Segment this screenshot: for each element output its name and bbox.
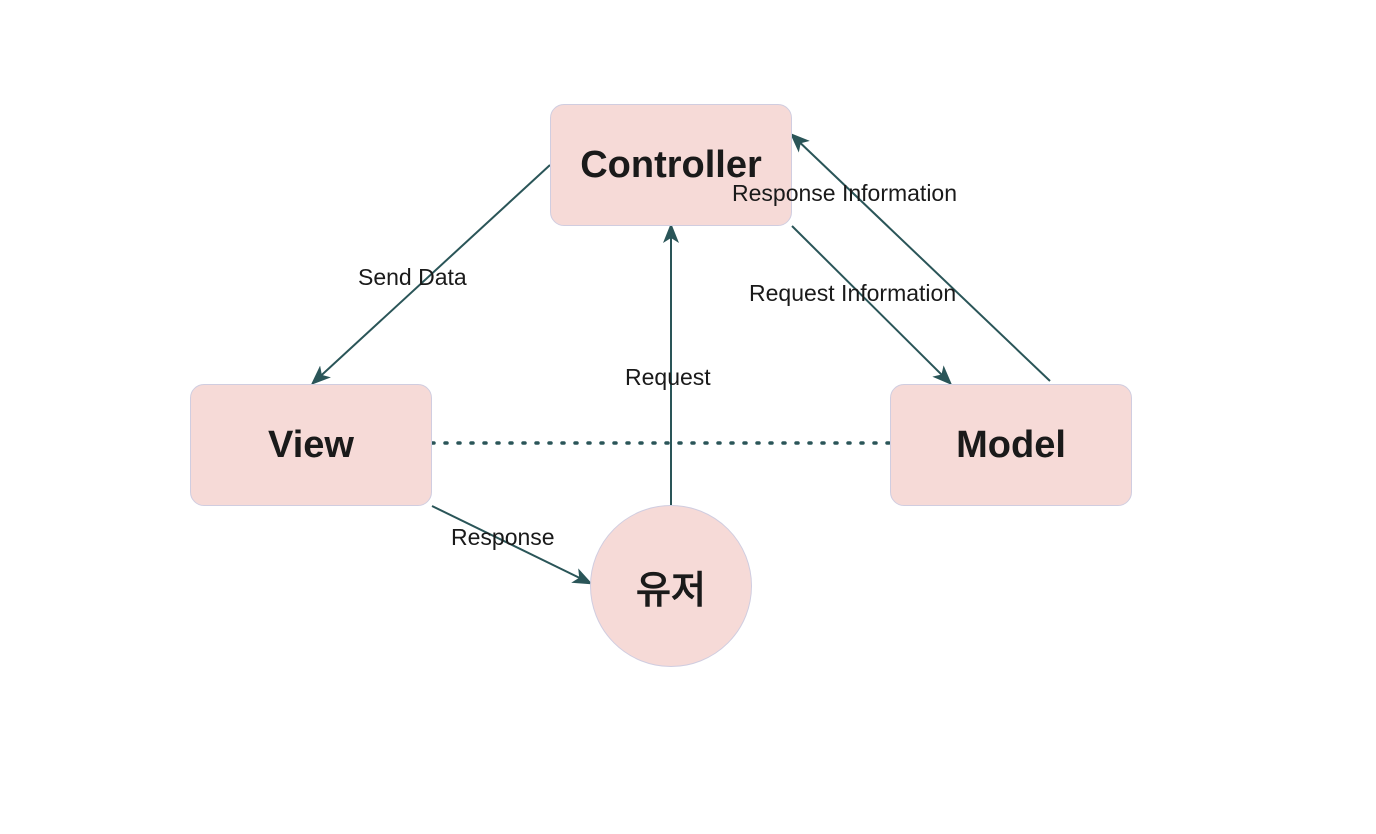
response-label: Response <box>451 524 555 550</box>
user-node: 유저 <box>590 505 752 667</box>
model-label: Model <box>956 423 1066 466</box>
model-node: Model <box>890 384 1132 506</box>
edge-request-information <box>791 225 953 386</box>
view-node: View <box>190 384 432 506</box>
edge-send-data <box>310 164 551 386</box>
edge-response-information <box>789 132 1051 382</box>
edge-response <box>431 505 593 585</box>
controller-node: Controller <box>550 104 792 226</box>
controller-label: Controller <box>580 143 762 186</box>
view-label: View <box>268 423 354 466</box>
user-label: 유저 <box>636 569 706 612</box>
request-label: Request <box>625 364 711 390</box>
response-information-label: Response Information <box>732 180 958 206</box>
send-data-label: Send Data <box>358 264 467 290</box>
request-information-label: Request Information <box>749 280 957 306</box>
